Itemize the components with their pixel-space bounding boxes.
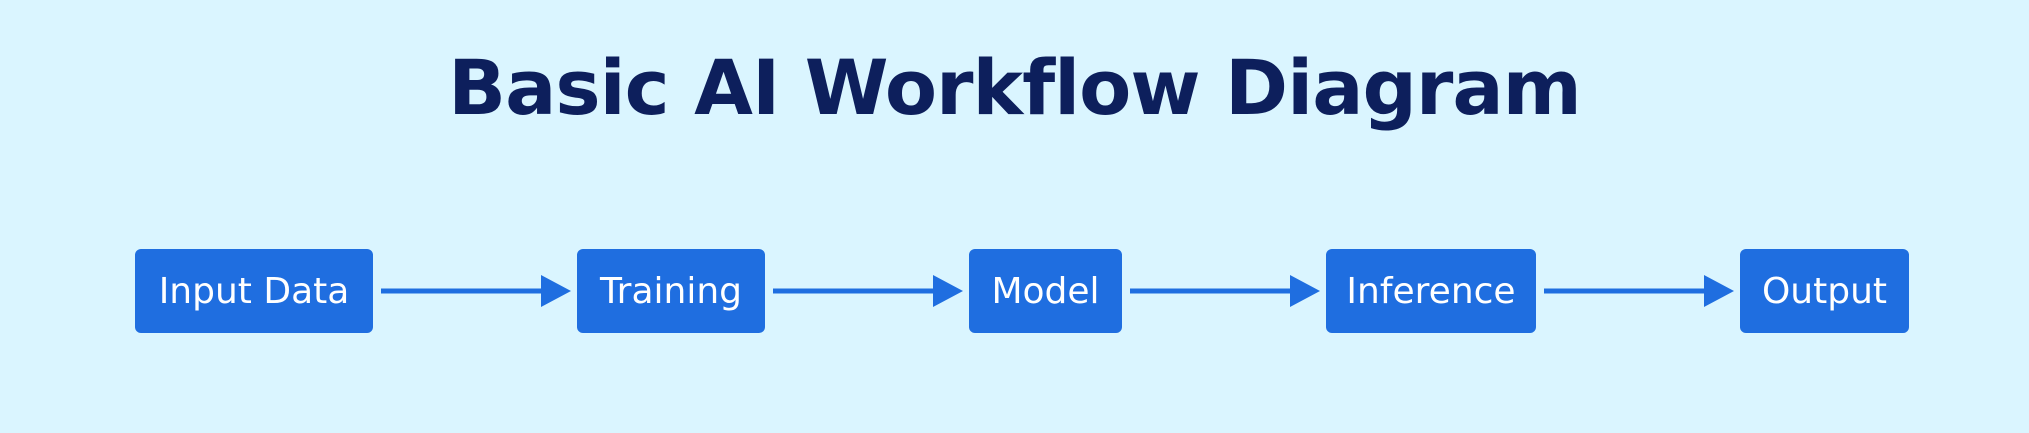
arrow-right-icon [381, 275, 571, 307]
arrow-right-icon [773, 275, 963, 307]
arrow-input-data-to-training [381, 274, 571, 308]
node-input-data: Input Data [135, 249, 373, 333]
node-inference: Inference [1326, 249, 1536, 333]
arrow-right-icon [1544, 275, 1734, 307]
node-output: Output [1740, 249, 1909, 333]
arrow-training-to-model [773, 274, 963, 308]
node-training: Training [577, 249, 765, 333]
arrow-model-to-inference [1130, 274, 1320, 308]
diagram-title: Basic AI Workflow Diagram [448, 43, 1582, 132]
arrow-right-icon [1130, 275, 1320, 307]
arrow-inference-to-output [1544, 274, 1734, 308]
node-model: Model [969, 249, 1122, 333]
